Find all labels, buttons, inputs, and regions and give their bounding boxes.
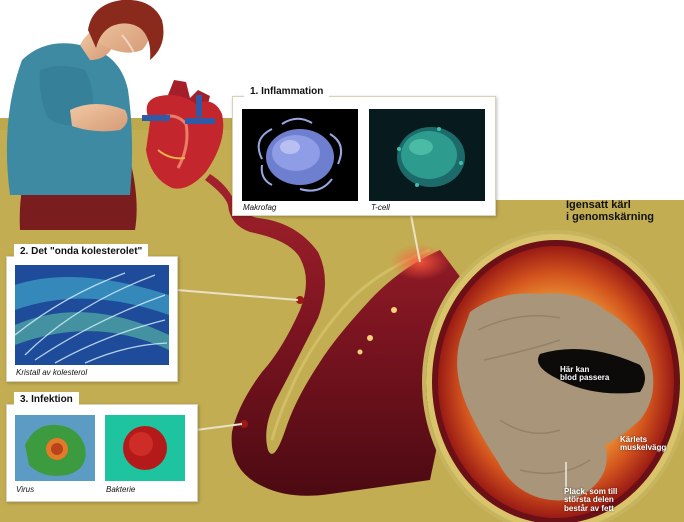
bacteria-caption: Bakterie <box>106 485 136 494</box>
lumen <box>538 348 645 394</box>
macrophage-photo <box>242 109 358 201</box>
vessel-title-line1: Igensatt kärl <box>566 199 631 211</box>
infection-title: 3. Infektion <box>14 392 79 407</box>
virus-caption: Virus <box>16 485 35 494</box>
plaque-label-line3: består av fett <box>564 503 614 513</box>
t-cell-caption: T-cell <box>371 203 390 212</box>
macrophage-caption: Makrofag <box>243 203 277 212</box>
vessel-title: Igensatt kärl i genomskärning <box>566 199 655 223</box>
cholesterol-title: 2. Det "onda kolesterolet" <box>14 244 149 259</box>
muscle-wall-label: Kärlets muskelvägg <box>620 435 667 453</box>
heart-illustration <box>142 80 224 189</box>
muscle-wall-label-line2: muskelvägg <box>620 443 667 453</box>
lumen-label-line1: Här kan <box>560 365 590 374</box>
virus-photo <box>15 415 95 481</box>
plaque-label-line1: Plack, som till <box>564 487 618 496</box>
bacteria-photo <box>105 415 185 481</box>
leader-lines <box>176 209 421 431</box>
plaque-label-line2: största delen <box>564 495 614 505</box>
plaque-label: Plack, som till största delen består av … <box>564 487 618 513</box>
inflammation-callout: Makrofag T-cell <box>232 96 496 216</box>
infection-callout: Virus Bakterie <box>6 404 198 502</box>
woman-figure <box>6 0 164 230</box>
cholesterol-callout: Kristall av kolesterol <box>6 256 178 382</box>
inflammation-title: 1. Inflammation <box>244 84 330 99</box>
muscle-wall-label-line1: Kärlets <box>620 435 648 444</box>
cholesterol-crystal-photo <box>15 265 169 365</box>
plaque-region <box>457 293 654 501</box>
vessel-title-line2: i genomskärning <box>566 210 655 223</box>
cholesterol-caption: Kristall av kolesterol <box>16 368 88 377</box>
artery-tube <box>205 174 470 496</box>
t-cell-photo <box>369 109 485 201</box>
lumen-label-line2: blod passera <box>560 373 610 383</box>
vessel-cross-section <box>422 230 684 522</box>
lumen-label: Här kan blod passera <box>560 365 610 383</box>
